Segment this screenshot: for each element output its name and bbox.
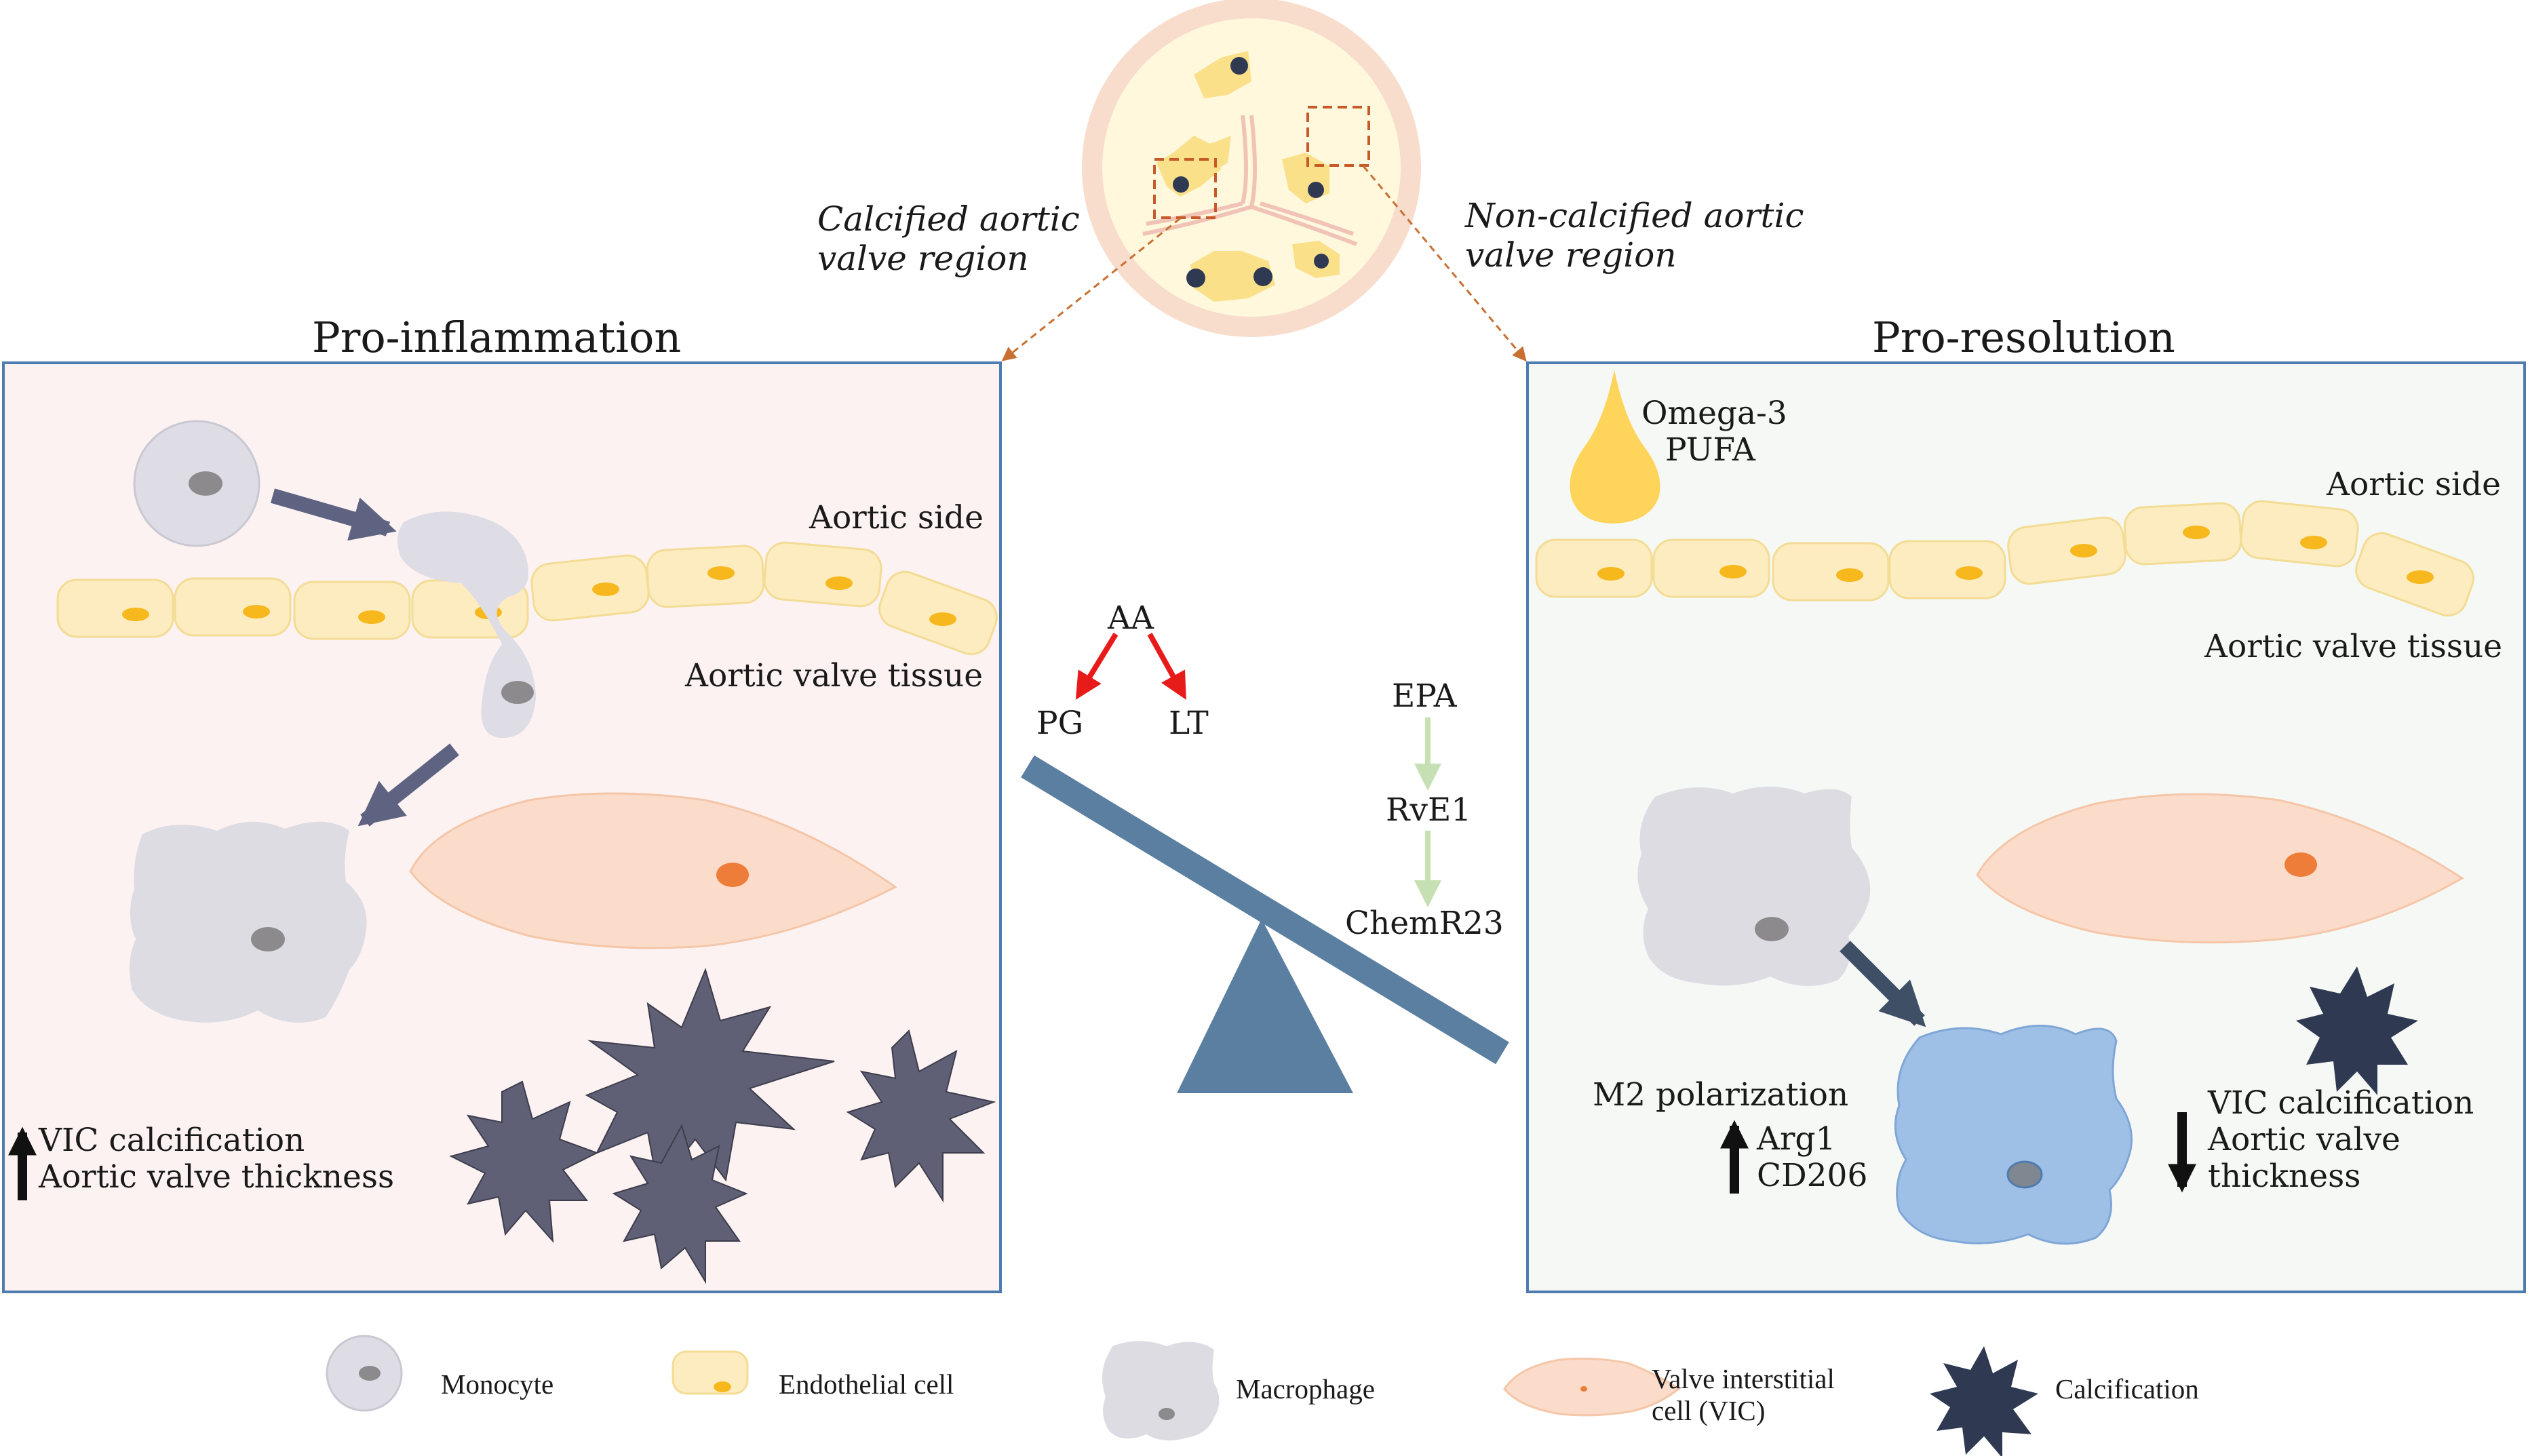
left-panel-title: Pro-inflammation	[312, 313, 682, 362]
valve-leaflet-lines	[1142, 115, 1358, 246]
m2-marker-arg1: Arg1	[1757, 1120, 1836, 1158]
calcified-region-label: Calcified aortic valve region	[817, 199, 1080, 278]
legend-monocyte-label: Monocyte	[441, 1369, 554, 1400]
noncalcified-region-label: Non-calcified aortic valve region	[1465, 196, 1804, 275]
right-tissue-label: Aortic valve tissue	[2204, 628, 2503, 665]
pufa-drop	[1570, 370, 1660, 524]
pro-inflammation-panel	[2, 361, 1002, 1293]
m2-macrophage	[1894, 1025, 2133, 1245]
pro-resolution-panel	[1526, 361, 2526, 1293]
right-outcome-line2: Aortic valve	[2208, 1121, 2400, 1159]
seesaw-fulcrum	[1177, 919, 1353, 1093]
legend-calcification-icon	[1930, 1346, 2038, 1456]
aa-to-pg-arrow	[1075, 632, 1119, 700]
left-outcome-line2: Aortic valve thickness	[39, 1158, 395, 1196]
seesaw-beam	[1021, 755, 1509, 1065]
right-outcome-label: VIC calcification Aortic valve thickness	[2208, 1084, 2474, 1196]
legend-endothelial-label: Endothelial cell	[779, 1369, 954, 1400]
noncalcified-region-arrow	[1362, 165, 1527, 362]
noncalcified-label-line2: valve region	[1465, 235, 1677, 275]
rve1-label: RvE1	[1386, 791, 1472, 829]
legend-vic-line1: Valve interstitial	[1652, 1363, 1835, 1394]
noncalcified-region-box	[1306, 106, 1370, 167]
left-vic	[409, 792, 897, 949]
right-panel-title: Pro-resolution	[1872, 313, 2175, 362]
m2-macrophage-nucleus	[2006, 1160, 2043, 1189]
lt-label: LT	[1169, 705, 1209, 742]
m2-marker-cd206: CD206	[1757, 1157, 1868, 1195]
aa-label: AA	[1108, 599, 1154, 637]
chemr23-label: ChemR23	[1345, 905, 1504, 942]
legend-macrophage-label: Macrophage	[1236, 1373, 1375, 1404]
pufa-label: Omega-3 PUFA	[1641, 395, 1787, 469]
left-outcome-line1: VIC calcification	[39, 1122, 305, 1159]
left-vic-nucleus	[716, 863, 749, 887]
monocyte-migration-arrow	[270, 488, 397, 541]
right-macrophage	[1637, 787, 1871, 986]
valve-inner-disc	[1102, 18, 1401, 317]
calcified-region-arrow	[1001, 217, 1181, 361]
left-aortic-side-label: Aortic side	[809, 499, 984, 536]
legend-vic-line2: cell (VIC)	[1652, 1395, 1766, 1427]
m2-markers-label: Arg1 CD206	[1757, 1120, 1868, 1195]
left-macrophage-nucleus	[251, 927, 285, 951]
right-aortic-side-label: Aortic side	[2327, 466, 2501, 503]
aortic-valve-cross-section	[1001, 0, 1527, 362]
calcified-region-box	[1153, 158, 1217, 219]
m2-polarization-label: M2 polarization	[1593, 1076, 1849, 1114]
right-calcification	[2296, 966, 2418, 1095]
legend-icons	[326, 1335, 2038, 1456]
right-vic-nucleus	[2284, 852, 2317, 877]
left-outcome-label: VIC calcification Aortic valve thickness	[39, 1122, 394, 1196]
legend-macrophage-icon	[1102, 1341, 1220, 1440]
right-endothelial-layer	[1535, 500, 2474, 617]
right-vic	[1976, 793, 2464, 944]
aa-to-lt-arrow	[1147, 633, 1186, 700]
pg-label: PG	[1036, 705, 1084, 742]
noncalcified-label-line1: Non-calcified aortic	[1465, 196, 1804, 235]
calcified-label-line1: Calcified aortic	[817, 199, 1080, 239]
valve-calcification-spots	[1173, 57, 1329, 288]
m2-polarization-arrow	[1840, 941, 1926, 1027]
monocyte-differentiation-arrow	[357, 743, 459, 827]
transmigrating-monocyte	[397, 511, 536, 739]
right-outcome-line1: VIC calcification	[2208, 1084, 2474, 1122]
left-monocyte-nucleus	[189, 471, 222, 496]
legend-vic-icon	[1503, 1357, 1681, 1417]
right-outcome-line3: thickness	[2208, 1158, 2361, 1196]
left-macrophage	[130, 821, 367, 1023]
center-balance	[1021, 632, 1509, 1093]
left-calcifications	[449, 967, 996, 1284]
transmigrating-monocyte-nucleus	[501, 681, 534, 704]
calcified-label-line2: valve region	[817, 238, 1029, 278]
pufa-line1: Omega-3	[1641, 395, 1787, 432]
right-macrophage-nucleus	[1755, 917, 1789, 941]
epa-label: EPA	[1392, 677, 1457, 715]
legend-endothelial-icon	[672, 1350, 749, 1395]
pufa-line2: PUFA	[1665, 431, 1755, 469]
legend-calcification-label: Calcification	[2055, 1373, 2199, 1404]
legend-vic-label: Valve interstitial cell (VIC)	[1652, 1363, 1835, 1427]
left-tissue-label: Aortic valve tissue	[685, 657, 984, 694]
